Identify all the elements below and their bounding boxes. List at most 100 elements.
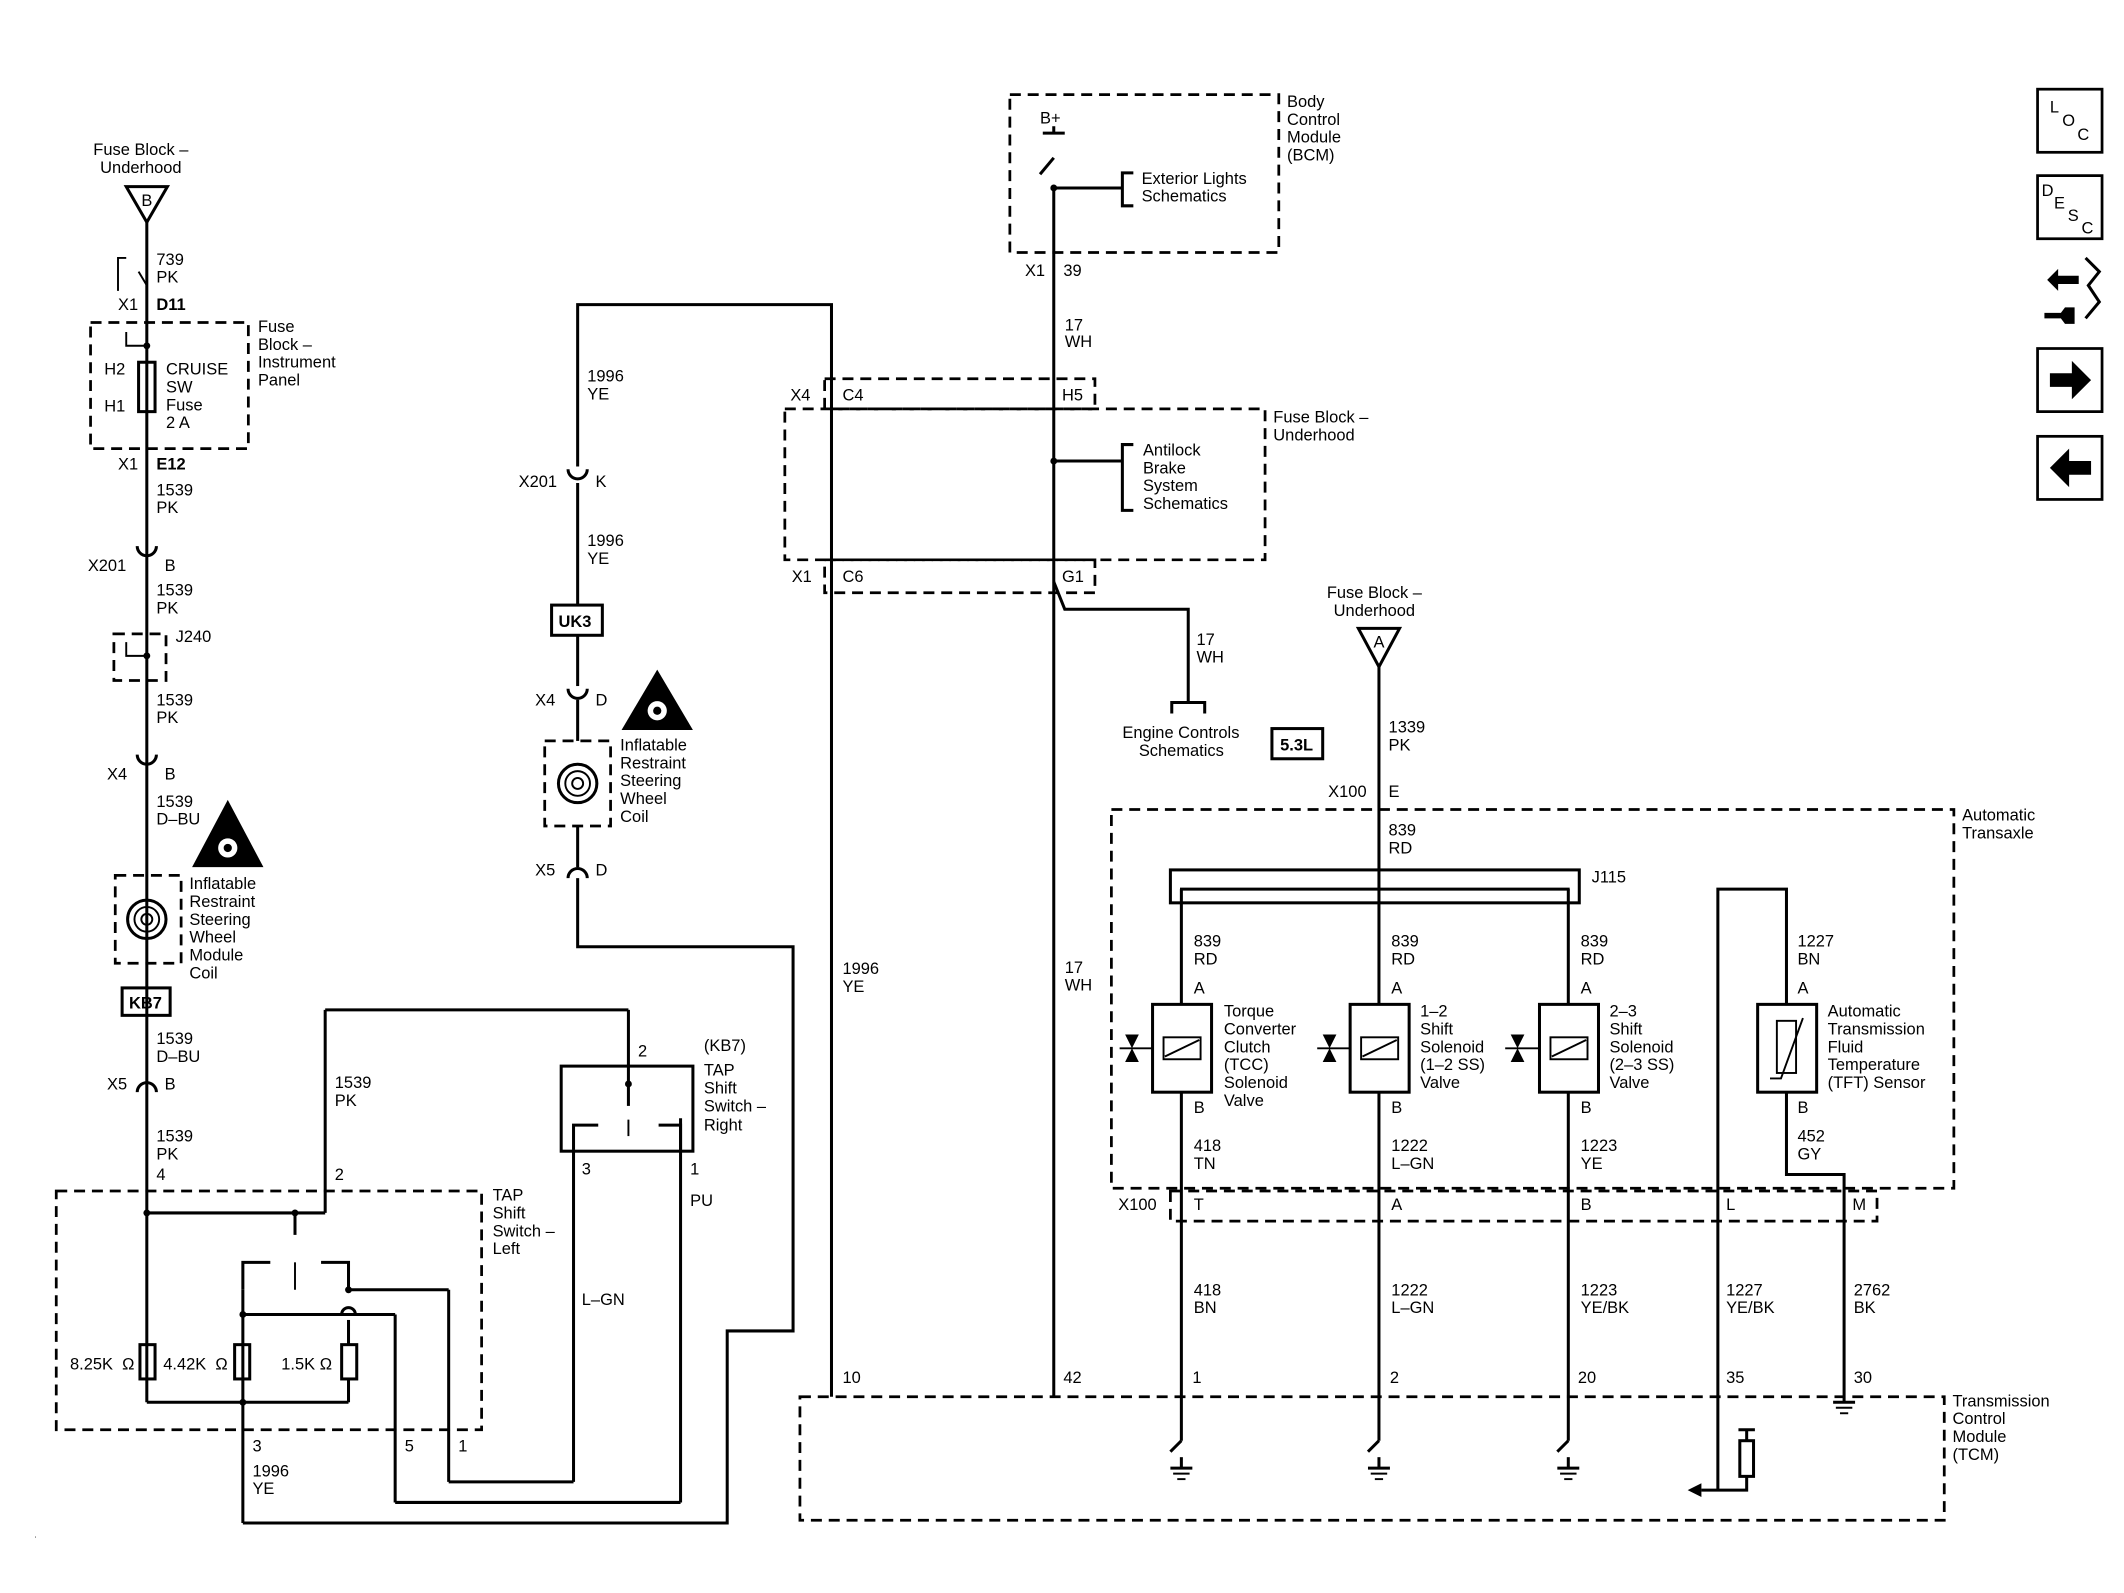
label-res-ohm: Ω <box>122 1355 134 1373</box>
label-wires-pu: PU <box>690 1192 713 1210</box>
label-ss12-2: Solenoid <box>1420 1038 1484 1056</box>
label-tcm-3: (TCM) <box>1952 1446 1999 1464</box>
label-wires-w1222a-0: 1222 <box>1391 1137 1428 1155</box>
label-conn-b: B <box>1581 1099 1592 1117</box>
label-bcm-title-3: (BCM) <box>1287 147 1335 165</box>
label-wires-w17b-0: 17 <box>1196 631 1214 649</box>
label-tap_right-3: Switch – <box>704 1097 767 1115</box>
connector-x100: X100 T A B L M <box>1118 1189 1879 1223</box>
loc-button[interactable]: L O C <box>2036 87 2104 154</box>
bcm-block: Body Control Module (BCM) B+ Exterior Li… <box>1008 93 1341 280</box>
label-ss12-0: 1–2 <box>1420 1003 1447 1021</box>
label-tft-3: Temperature <box>1828 1056 1920 1074</box>
label-sir_coil_mid-0: Inflatable <box>620 737 687 755</box>
label-wires-w1539g-0: 1539 <box>335 1074 372 1092</box>
clockspring-coil-left <box>126 898 168 941</box>
label-wires-w1339-0: 1339 <box>1389 719 1426 737</box>
label-sir_coil_mid-1: Restraint <box>620 754 686 772</box>
label-pins-p2: 2 <box>335 1166 344 1184</box>
label-wires-w839c-1: RD <box>1391 951 1415 969</box>
label-pins-p1: 1 <box>458 1438 467 1456</box>
next-button[interactable] <box>2036 347 2104 413</box>
label-fuse_under_mid-0: Fuse Block – <box>1273 409 1369 427</box>
label-conn-x5: X5 <box>535 861 555 879</box>
label-cruise_fuse-1: SW <box>166 378 193 396</box>
label-ss23-2: Solenoid <box>1609 1038 1673 1056</box>
label-pins-p10: 10 <box>842 1369 860 1387</box>
esd-warning-icon-left <box>192 799 264 868</box>
label-wires-w1539b-0: 1539 <box>156 581 193 599</box>
ground-icon-tcc <box>1169 1439 1193 1481</box>
label-conn-x5: X5 <box>107 1075 127 1093</box>
label-wires-w452-1: GY <box>1797 1145 1821 1163</box>
label-wires-w17c-0: 17 <box>1065 959 1083 977</box>
tcm-block: Transmission Control Module (TCM) 10 42 … <box>798 1369 2050 1522</box>
valve-icon-ss12 <box>1317 1034 1351 1062</box>
label-wires-w1539f-0: 1539 <box>156 1128 193 1146</box>
tft-sensor <box>1756 1002 1819 1094</box>
label-bcm-ext_lights-1: Schematics <box>1142 188 1227 206</box>
label-wires-w1996a-0: 1996 <box>587 367 624 385</box>
label-conn-b: B <box>165 1075 176 1093</box>
label-tap_right-4: Right <box>704 1117 743 1135</box>
label-ss23-1: Shift <box>1609 1021 1642 1039</box>
label-tft-0: Automatic <box>1828 1003 1901 1021</box>
label-wires-w1539b-1: PK <box>156 599 178 617</box>
engine-controls-link[interactable]: Engine Controls <box>1122 724 1239 742</box>
label-pins-p1: 1 <box>690 1161 699 1179</box>
label-conn-c4: C4 <box>842 387 863 405</box>
label-wires-w839d-1: RD <box>1581 951 1605 969</box>
label-bcm-title-0: Body <box>1287 93 1325 111</box>
label-wires-w1996b-1: YE <box>587 550 609 568</box>
desc-button[interactable]: D E S C <box>2036 174 2104 241</box>
label-tap_left-1: Shift <box>493 1204 526 1222</box>
label-wires-w1539c-0: 1539 <box>156 691 193 709</box>
label-tft-2: Fluid <box>1828 1038 1864 1056</box>
label-conn-g1: G1 <box>1062 568 1084 586</box>
label-conn-x100: X100 <box>1328 783 1366 801</box>
loc-letter-l: L <box>2050 99 2059 117</box>
label-antilock-1: Brake <box>1143 459 1186 477</box>
label-tap_right-1: TAP <box>704 1062 735 1080</box>
label-wires-w1996a-1: YE <box>587 385 609 403</box>
label-bcm-title-2: Module <box>1287 129 1341 147</box>
fuse-block-a: Fuse Block – Underhood A 1339 PK X100 E <box>1327 584 1426 890</box>
label-transaxle-1: Transaxle <box>1962 824 2034 842</box>
label-sir_coil_left-1: Restraint <box>189 893 255 911</box>
desc-letter-e: E <box>2054 195 2065 213</box>
antilock-link[interactable]: Antilock <box>1143 442 1201 460</box>
svg-text:·: · <box>34 1532 37 1541</box>
label-conn-x1: X1 <box>792 568 812 586</box>
ext-lights-bracket <box>1120 171 1134 208</box>
arrow-right-icon <box>2049 360 2092 400</box>
esd-warning-icon-mid <box>621 669 693 730</box>
label-wires-w1227b-0: 1227 <box>1726 1281 1763 1299</box>
loc-letter-c: C <box>2077 126 2089 144</box>
label-tcc-3: (TCC) <box>1224 1056 1269 1074</box>
label-ss12-4: Valve <box>1420 1074 1460 1092</box>
option-5-3l-badge: 5.3L <box>1280 737 1313 755</box>
label-tcc-2: Clutch <box>1224 1038 1271 1056</box>
wrench-swap-icon[interactable] <box>2044 256 2102 324</box>
label-wires-w839b-1: RD <box>1194 951 1218 969</box>
label-conn-x4: X4 <box>790 387 810 405</box>
resistor-8-25k <box>138 1343 157 1381</box>
label-wires-w1539a-0: 1539 <box>156 481 193 499</box>
back-button[interactable] <box>2036 434 2104 501</box>
label-fuse_ip-0: Fuse <box>258 318 295 336</box>
ground-icon-ss12 <box>1366 1439 1390 1481</box>
ground-icon-tft <box>1833 1400 1856 1415</box>
label-sir_coil_left-3: Wheel <box>189 929 236 947</box>
label-wires-w1539e-1: D–BU <box>156 1048 200 1066</box>
ext-lights-link[interactable]: Exterior Lights <box>1142 170 1247 188</box>
label-sir_coil_mid-3: Wheel <box>620 790 667 808</box>
label-pins-p2: 2 <box>638 1043 647 1061</box>
label-sir_coil_left-0: Inflatable <box>189 875 256 893</box>
bcm-switch <box>1038 156 1055 176</box>
label-conn-b: B <box>1391 1099 1402 1117</box>
label-conn-a: A <box>1797 979 1808 997</box>
label-wires-w839d-0: 839 <box>1581 933 1608 951</box>
label-sir_coil_mid-4: Coil <box>620 808 648 826</box>
label-wires-w1539g-1: PK <box>335 1092 357 1110</box>
label-ss23-0: 2–3 <box>1609 1003 1636 1021</box>
